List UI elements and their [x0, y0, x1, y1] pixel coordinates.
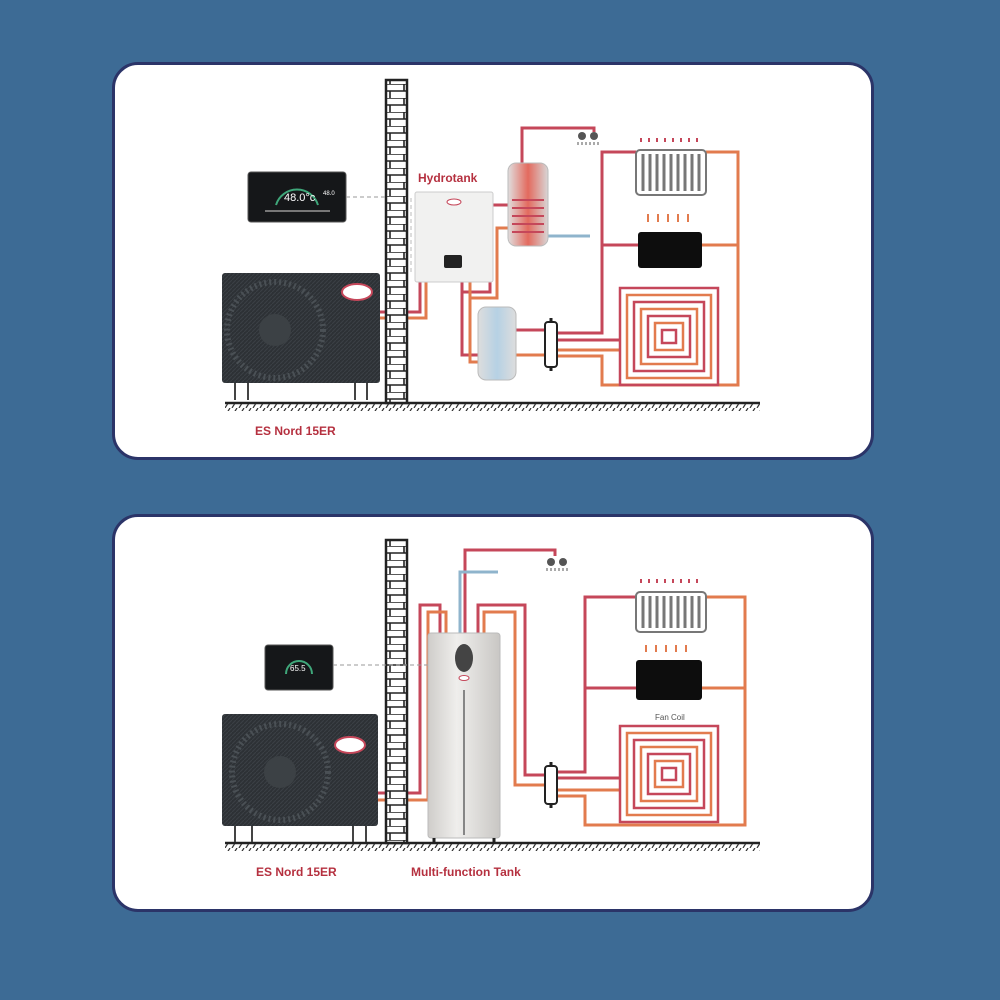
hydrotank-unit [414, 191, 494, 283]
radiator [635, 579, 707, 633]
fan-coil-unit [638, 214, 702, 268]
multi-function-tank-unit [427, 632, 501, 842]
fan-coil-label: Fan Coil [655, 713, 685, 722]
shower-head-icon [546, 558, 568, 571]
multi-function-tank-label: Multi-function Tank [411, 865, 521, 879]
brick-wall [384, 538, 409, 845]
warm-air-arrows-icon [647, 214, 689, 222]
controller-secondary-temperature: 48.0 [323, 191, 335, 197]
radiator [635, 138, 707, 196]
controller-display [247, 171, 347, 223]
hot-water-cylinder [507, 162, 549, 247]
top-diagram [222, 78, 760, 411]
bottom-diagram [222, 538, 760, 851]
heat-pump-unit [222, 273, 380, 400]
floor-heating-coil [618, 724, 720, 824]
manifold [544, 318, 558, 371]
fan-coil-unit [636, 645, 702, 700]
shower-head-icon [577, 132, 599, 145]
controller-temperature: 65.5 [290, 664, 306, 673]
buffer-tank [477, 306, 517, 381]
warm-air-arrows-icon [645, 645, 687, 652]
floor-heating-coil [618, 286, 720, 387]
controller-temperature: 48.0°c [284, 192, 316, 204]
heat-pump-label: ES Nord 15ER [255, 424, 336, 438]
hydrotank-label: Hydrotank [418, 171, 478, 185]
ground-hatch [225, 404, 760, 411]
heat-pump-label: ES Nord 15ER [256, 865, 337, 879]
manifold [544, 762, 558, 808]
heat-pump-unit [222, 714, 378, 842]
brand-logo [334, 736, 366, 754]
brand-logo [341, 283, 373, 301]
controller-display [264, 644, 334, 691]
ground-hatch [225, 844, 760, 851]
brick-wall [384, 78, 409, 405]
